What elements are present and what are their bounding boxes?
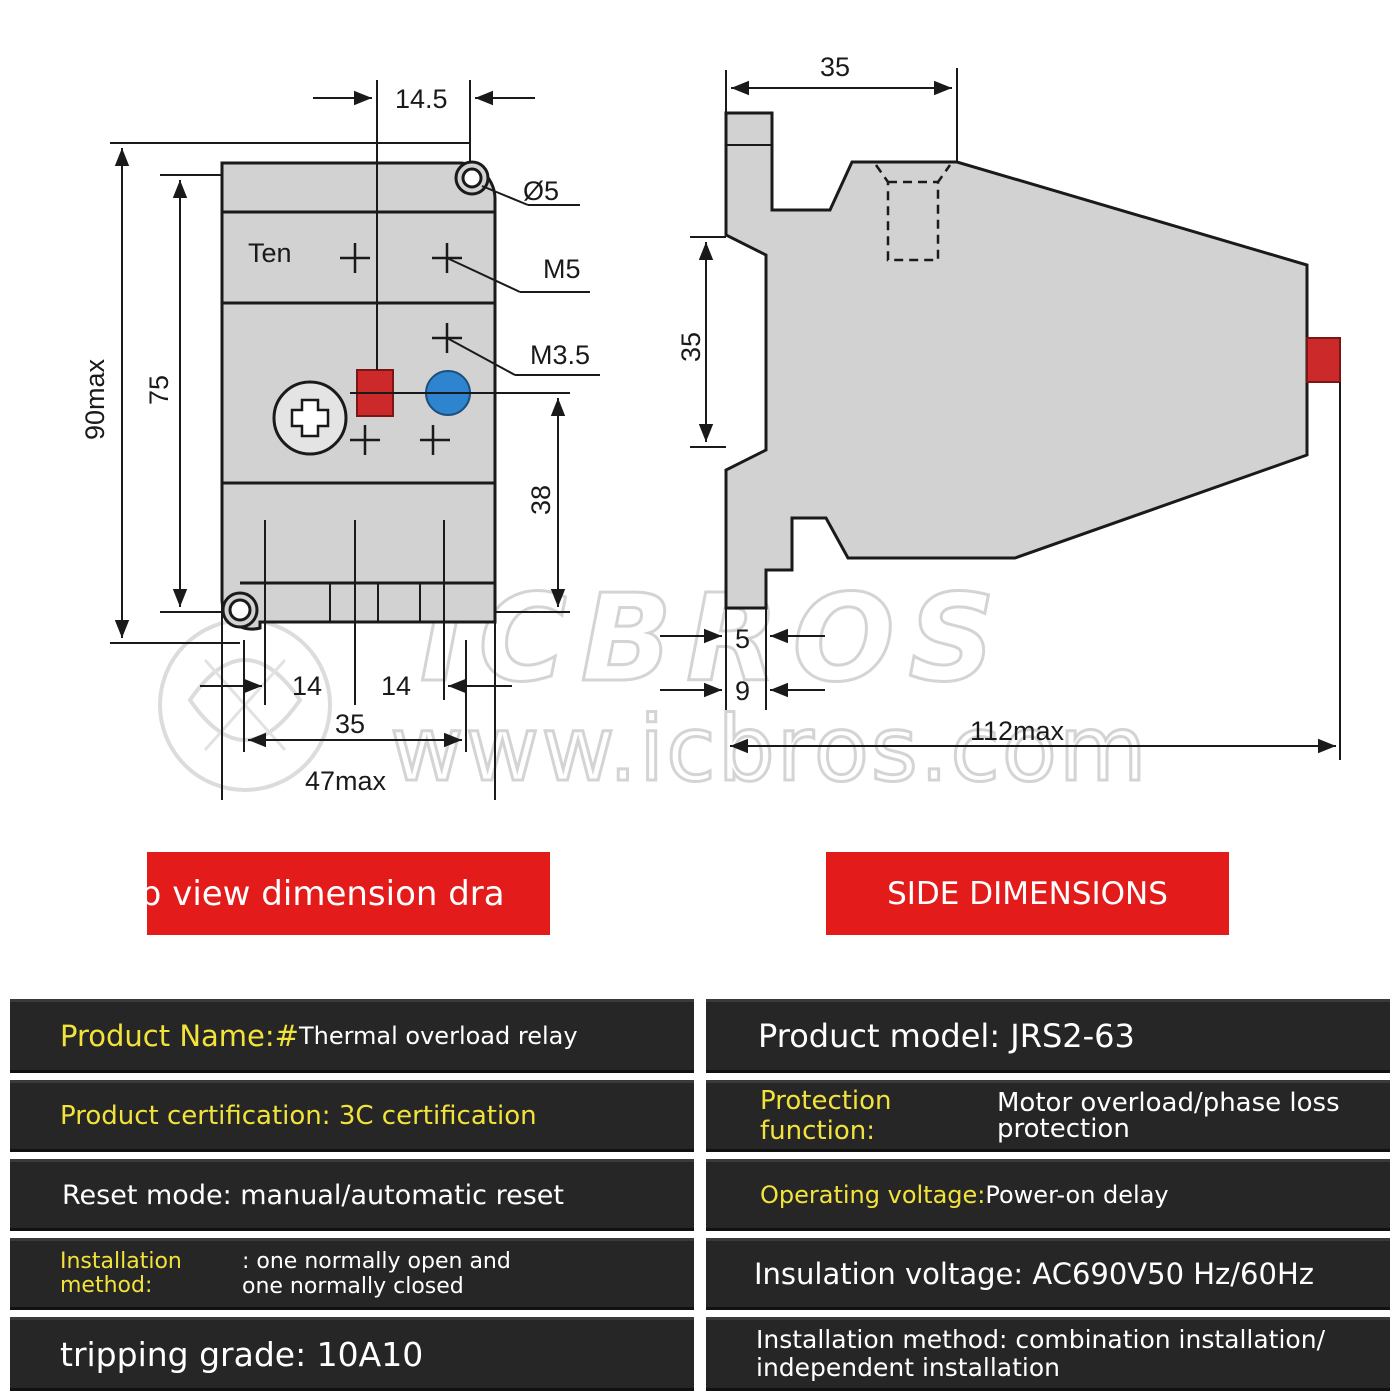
side-view-labels: 35 35 5 9 112max (676, 52, 1065, 746)
spec-installation-method: Installation method: : one normally open… (10, 1238, 694, 1310)
spec-installation-method-2: Installation method: combination install… (706, 1317, 1390, 1391)
top-view-labels: 14.5 Ø5 Ten M5 M3.5 90max 75 38 14 14 35… (80, 84, 590, 796)
label-m3-5: M3.5 (530, 340, 590, 370)
dimension-drawing: ICBROS www.icbros.com (80, 52, 1341, 804)
caption-side-view-text: SIDE DIMENSIONS (887, 875, 1168, 912)
spec-insulation-voltage: Insulation voltage: AC690V50 Hz/60Hz (706, 1238, 1390, 1310)
dim-47max: 47max (305, 766, 387, 796)
spec-reset-mode: Reset mode: manual/automatic reset (10, 1159, 694, 1231)
spec-product-name-value: Thermal overload relay (298, 1022, 578, 1050)
top-view (110, 80, 600, 800)
dim-90max: 90max (80, 358, 110, 440)
dim-35-bottom: 35 (335, 709, 365, 739)
dim-35-rail: 35 (676, 332, 706, 362)
dim-14-right: 14 (381, 671, 411, 701)
spec-protection-label: Protection function: (760, 1086, 892, 1146)
dim-75: 75 (144, 375, 174, 405)
caption-top-view: op view dimension dra (147, 852, 550, 935)
label-m5: M5 (543, 254, 581, 284)
spec-product-name-label: Product Name:# (60, 1019, 299, 1053)
dim-14-5: 14.5 (395, 84, 448, 114)
spec-tripping-grade: tripping grade: 10A10 (10, 1317, 694, 1391)
spec-product-model: Product model: JRS2-63 (706, 999, 1390, 1073)
label-ten: Ten (248, 238, 292, 268)
spec-certification: Product certification: 3C certification (10, 1080, 694, 1152)
label-hole-diameter: Ø5 (523, 176, 559, 206)
side-reset-button-icon (1306, 337, 1341, 383)
spec-operating-voltage-value: Power-on delay (985, 1181, 1169, 1209)
watermark-url: www.icbros.com (390, 697, 1149, 802)
side-view-rail-clip (724, 111, 1309, 610)
spec-certification-text: Product certification: 3C certification (60, 1101, 537, 1131)
dim-35-top: 35 (820, 52, 850, 82)
dim-5: 5 (735, 624, 750, 654)
adjustment-dial-icon (272, 380, 348, 456)
spec-installation-label: Installation method: (60, 1249, 182, 1298)
spec-protection: Protection function: Motor overload/phas… (706, 1080, 1390, 1152)
caption-side-view: SIDE DIMENSIONS (826, 852, 1229, 935)
spec-operating-voltage: Operating voltage: Power-on delay (706, 1159, 1390, 1231)
spec-reset-mode-text: Reset mode: manual/automatic reset (62, 1179, 564, 1211)
caption-top-view-text: op view dimension dra (147, 873, 505, 914)
dim-112max: 112max (970, 716, 1065, 746)
dim-38: 38 (526, 485, 556, 515)
spec-insulation-voltage-text: Insulation voltage: AC690V50 Hz/60Hz (754, 1257, 1314, 1291)
spec-operating-voltage-label: Operating voltage: (760, 1181, 986, 1209)
spec-product-model-text: Product model: JRS2-63 (758, 1017, 1135, 1055)
dim-14-left: 14 (292, 671, 322, 701)
dim-9: 9 (735, 676, 750, 706)
watermark-brand: ICBROS (420, 570, 1009, 709)
spec-product-name: Product Name:# Thermal overload relay (10, 999, 694, 1073)
spec-installation-method-2-text: Installation method: combination install… (756, 1325, 1325, 1382)
spec-tripping-grade-text: tripping grade: 10A10 (60, 1334, 424, 1374)
spec-installation-value: : one normally open and one normally clo… (242, 1249, 511, 1299)
spec-protection-value: Motor overload/phase loss protection (997, 1088, 1340, 1144)
side-view (660, 68, 1341, 760)
